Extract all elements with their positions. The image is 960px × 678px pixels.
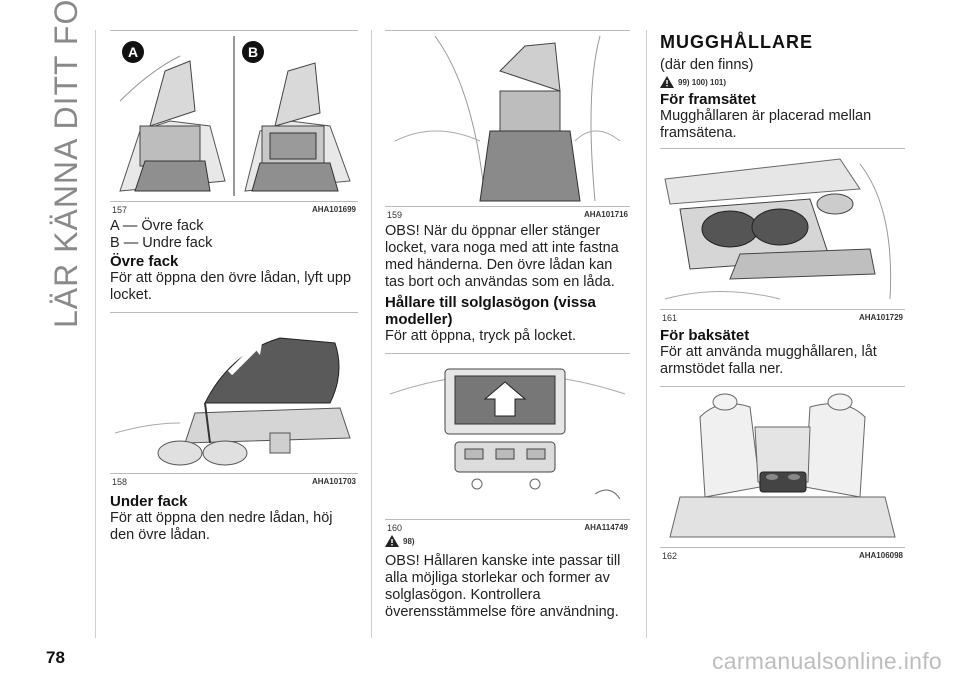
rear-cup-holder-illustration — [669, 393, 896, 538]
heading-for-baksatet: För baksätet — [660, 327, 750, 344]
paragraph-under-fack: För att öppna den nedre lådan, höj den ö… — [110, 510, 333, 543]
column-divider-middle — [371, 30, 372, 638]
column-2: 159 AHA101716 OBS! När du öppnar eller s… — [385, 30, 630, 621]
side-chapter-title: LÄR KÄNNA DITT FORDON — [48, 0, 84, 328]
figure-number: 157 — [112, 205, 128, 215]
legend-b: B — Undre fack — [110, 235, 213, 251]
figure-159-caption: 159 AHA101716 — [385, 210, 630, 220]
warning-triangle-icon — [385, 535, 399, 547]
paragraph-obs-sunglasses: OBS! Hållaren kanske inte passar till al… — [385, 553, 621, 620]
figure-code: AHA101729 — [858, 313, 903, 322]
front-cup-holder-illustration — [664, 158, 892, 300]
sunglass-holder-illustration — [389, 368, 626, 500]
figure-160 — [385, 353, 630, 520]
figure-number: 160 — [387, 523, 403, 533]
armrest-compartments-illustration — [119, 36, 351, 196]
heading-for-framsatet: För framsätet — [660, 91, 756, 108]
heading-sunglass-holder: Hållare till solglasögon (vissa modeller… — [385, 294, 596, 328]
paragraph-ovre-fack: För att öppna den övre lådan, lyft upp l… — [110, 270, 352, 303]
armrest-open-illustration — [394, 35, 621, 202]
warning-ref-numbers: 99) 100) 101) — [678, 77, 727, 87]
paragraph-sunglass-open: För att öppna, tryck på locket. — [385, 328, 577, 344]
figure-number: 161 — [662, 313, 678, 323]
heading-mugghallare: MUGGHÅLLARE — [660, 32, 813, 52]
lower-compartment-illustration — [114, 337, 351, 466]
figure-162-caption: 162 AHA106098 — [660, 551, 905, 561]
figure-158 — [110, 312, 358, 474]
heading-ovre-fack: Övre fack — [110, 253, 179, 270]
warning-ref-number: 98) — [403, 536, 415, 546]
text-dar-den-finns: (där den finns) — [660, 57, 754, 73]
heading-under-fack: Under fack — [110, 493, 188, 510]
figure-number: 158 — [112, 477, 128, 487]
figure-code: AHA101703 — [311, 477, 356, 486]
figure-157-caption: 157 AHA101699 — [110, 205, 358, 215]
figure-159 — [385, 30, 630, 207]
figure-number: 162 — [662, 551, 678, 561]
figure-number: 159 — [387, 210, 403, 220]
paragraph-baksatet: För att använda mugghållaren, låt armstö… — [660, 344, 877, 377]
badge-b: B — [242, 41, 264, 63]
figure-162 — [660, 386, 905, 548]
paragraph-framsatet: Mugghållaren är placerad mellan framsäte… — [660, 108, 872, 141]
paragraph-obs-lid: OBS! När du öppnar eller stänger locket,… — [385, 223, 619, 290]
column-3: MUGGHÅLLARE (där den finns) 99) 100) 101… — [660, 32, 905, 561]
warning-references: 99) 100) 101) — [660, 76, 905, 88]
figure-code: AHA114749 — [584, 523, 628, 532]
warning-reference: 98) — [385, 535, 630, 547]
column-divider-right — [646, 30, 647, 638]
column-divider-left — [95, 30, 96, 638]
legend-a: A — Övre fack — [110, 218, 204, 234]
figure-code: AHA106098 — [858, 551, 903, 560]
figure-161 — [660, 148, 905, 310]
figure-158-caption: 158 AHA101703 — [110, 477, 358, 487]
figure-160-caption: 160 AHA114749 — [385, 523, 630, 533]
warning-triangle-icon — [660, 76, 674, 88]
figure-code: AHA101699 — [311, 205, 356, 214]
column-1: A B 157 AHA101699 A — Övre fack B — Undr… — [110, 30, 358, 544]
badge-a: A — [122, 41, 144, 63]
page-number: 78 — [46, 648, 65, 667]
figure-157: A B — [110, 30, 358, 202]
watermark: carmanualsonline.info — [711, 648, 942, 674]
figure-161-caption: 161 AHA101729 — [660, 313, 905, 323]
figure-code: AHA101716 — [583, 210, 628, 219]
